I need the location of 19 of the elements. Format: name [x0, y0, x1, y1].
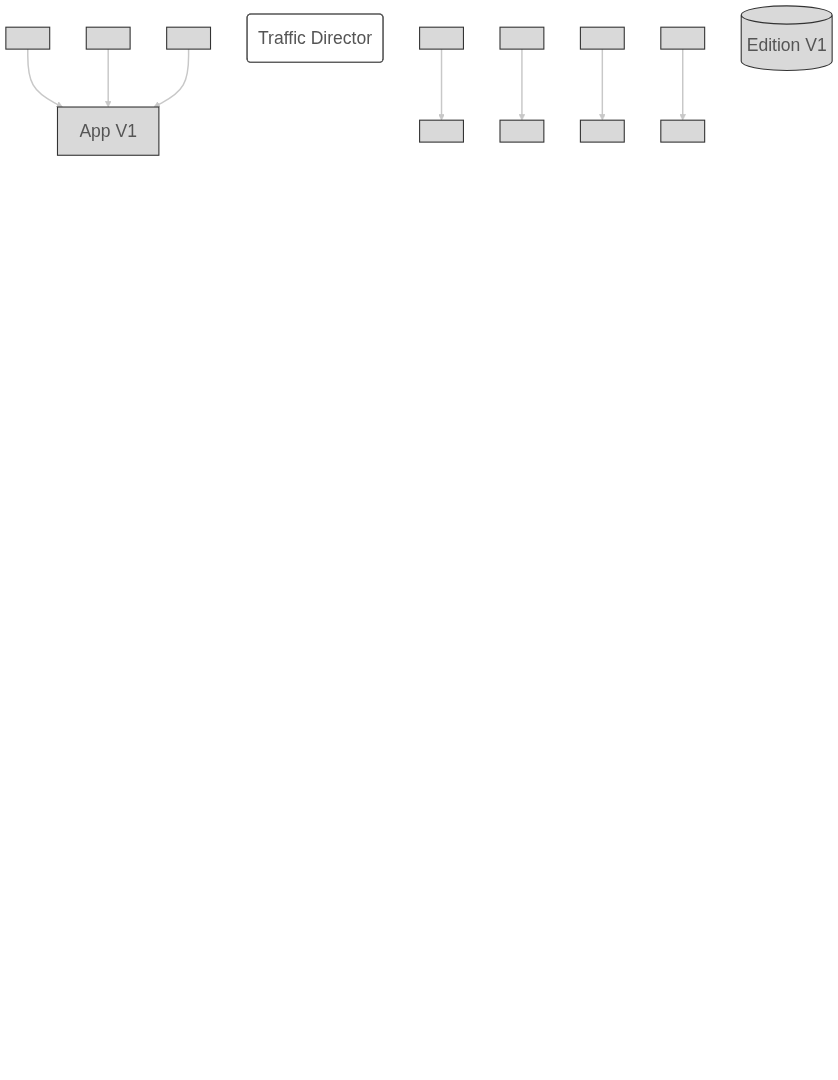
node-box [579, 26, 625, 50]
node-box [166, 26, 212, 50]
node-box [85, 26, 131, 50]
arrow [104, 48, 112, 108]
arrow [679, 48, 686, 121]
node-box [5, 26, 51, 50]
arrow [599, 48, 606, 121]
node-box [419, 119, 464, 143]
node-box [579, 119, 625, 143]
node-box [419, 26, 464, 50]
arrow [153, 48, 190, 108]
node-box [499, 26, 545, 50]
node-box: App V1 [56, 106, 160, 156]
node-box [660, 119, 706, 143]
node-box [660, 26, 706, 50]
node-box [499, 119, 545, 143]
arrow [27, 48, 63, 108]
arrow [518, 48, 526, 121]
arrow [438, 48, 445, 121]
